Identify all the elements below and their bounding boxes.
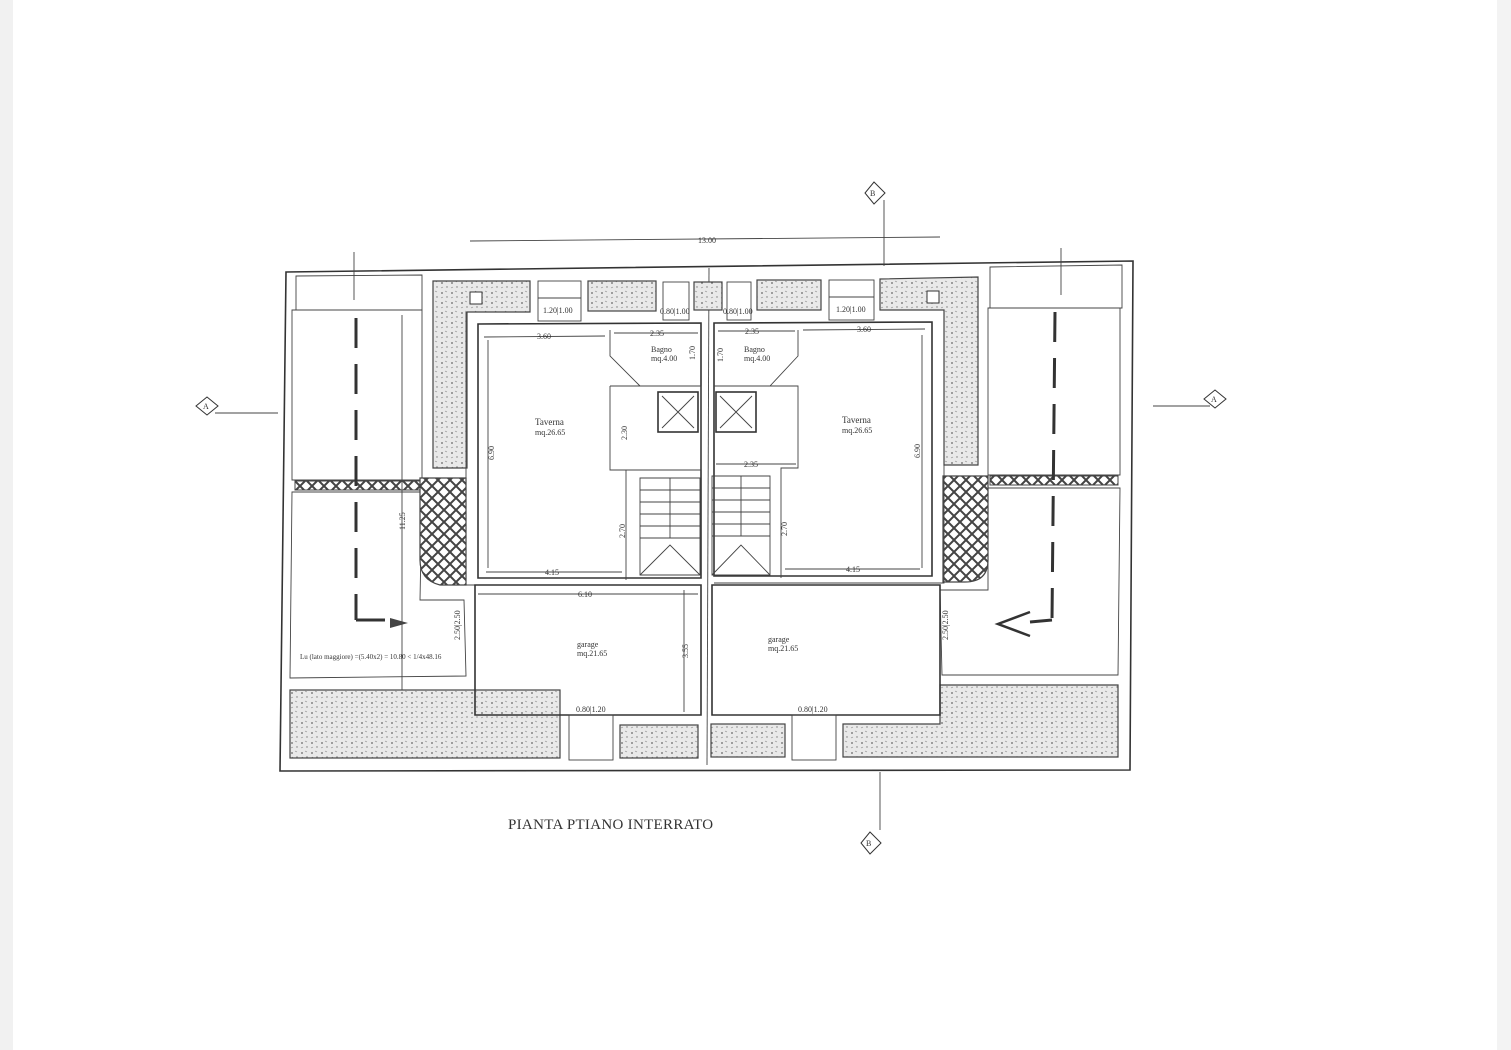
svg-text:0.80|1.20: 0.80|1.20 <box>576 705 606 714</box>
svg-text:11.25: 11.25 <box>398 512 407 530</box>
planter <box>693 281 723 311</box>
svg-text:2.30: 2.30 <box>620 426 629 440</box>
svg-text:garage: garage <box>577 640 599 649</box>
svg-text:Taverna: Taverna <box>842 415 871 425</box>
svg-text:1.20|1.00: 1.20|1.00 <box>836 305 866 314</box>
herringbone-paving <box>942 475 989 583</box>
svg-text:3.60: 3.60 <box>857 325 871 334</box>
svg-text:2.35: 2.35 <box>744 460 758 469</box>
svg-text:Bagno: Bagno <box>744 345 765 354</box>
scan-edge-left <box>0 0 13 1050</box>
scan-edge-right <box>1497 0 1511 1050</box>
svg-text:0.80|1.00: 0.80|1.00 <box>723 307 753 316</box>
ramp-left: 11.25 2.50|2.50 Lu (lato maggiore) =(5.4… <box>289 309 467 725</box>
section-marker-b-top: B <box>864 181 886 266</box>
svg-text:mq.21.65: mq.21.65 <box>577 649 607 658</box>
herringbone-paving <box>419 477 467 586</box>
drawing-title: PIANTA PTIANO INTERRATO <box>508 817 713 833</box>
section-marker-b-bottom: B <box>860 772 882 855</box>
planter <box>879 276 979 466</box>
svg-text:mq.4.00: mq.4.00 <box>651 354 677 363</box>
svg-text:0.80|1.00: 0.80|1.00 <box>660 307 690 316</box>
svg-text:mq.4.00: mq.4.00 <box>744 354 770 363</box>
svg-text:Bagno: Bagno <box>651 345 672 354</box>
svg-text:3.60: 3.60 <box>537 332 551 341</box>
svg-text:4.15: 4.15 <box>545 568 559 577</box>
outer-boundary <box>279 260 1134 772</box>
svg-text:mq.26.65: mq.26.65 <box>535 428 565 437</box>
svg-text:mq.21.65: mq.21.65 <box>768 644 798 653</box>
svg-text:2.70: 2.70 <box>618 524 627 538</box>
svg-text:6.10: 6.10 <box>578 590 592 599</box>
planter <box>842 684 1119 758</box>
svg-text:1.70: 1.70 <box>688 346 697 360</box>
svg-text:6.90: 6.90 <box>913 444 922 458</box>
planter <box>710 723 786 758</box>
svg-text:2.35: 2.35 <box>650 329 664 338</box>
svg-text:A: A <box>203 402 209 411</box>
garage-left: 6.10 3.55 garage mq.21.65 0.80|1.20 <box>474 584 702 761</box>
svg-text:2.70: 2.70 <box>780 522 789 536</box>
svg-text:garage: garage <box>768 635 790 644</box>
garage-right: garage mq.21.65 0.80|1.20 <box>711 584 941 761</box>
svg-text:4.15: 4.15 <box>846 565 860 574</box>
ramp-right: 2.50|2.50 <box>939 307 1121 676</box>
svg-text:1.20|1.00: 1.20|1.00 <box>543 306 573 315</box>
unit-right: 2.35 3.60 Bagno mq.4.00 1.70 Taverna mq.… <box>711 310 945 584</box>
svg-text:B: B <box>870 189 875 198</box>
svg-text:2.50|2.50: 2.50|2.50 <box>941 610 950 640</box>
svg-text:2.35: 2.35 <box>745 327 759 336</box>
section-marker-a-right: A <box>1153 389 1227 409</box>
planter <box>432 280 531 469</box>
svg-text:3.55: 3.55 <box>681 644 690 658</box>
svg-text:B: B <box>866 839 871 848</box>
planter <box>619 724 699 759</box>
svg-text:1.70: 1.70 <box>716 348 725 362</box>
svg-text:13.00: 13.00 <box>698 236 716 245</box>
svg-text:A: A <box>1211 395 1217 404</box>
svg-text:mq.26.65: mq.26.65 <box>842 426 872 435</box>
unit-left: 3.60 2.35 Bagno mq.4.00 1.70 Taverna mq.… <box>465 312 702 586</box>
ramp-note: Lu (lato maggiore) =(5.40x2) = 10.80 < 1… <box>300 653 442 661</box>
svg-text:0.80|1.20: 0.80|1.20 <box>798 705 828 714</box>
svg-text:6.90: 6.90 <box>487 446 496 460</box>
planter <box>289 689 561 759</box>
svg-text:2.50|2.50: 2.50|2.50 <box>453 610 462 640</box>
planter <box>756 279 822 311</box>
section-marker-a-left: A <box>195 396 278 416</box>
planter <box>587 280 657 312</box>
overall-dimension: 13.00 <box>469 236 941 245</box>
svg-text:Taverna: Taverna <box>535 417 564 427</box>
